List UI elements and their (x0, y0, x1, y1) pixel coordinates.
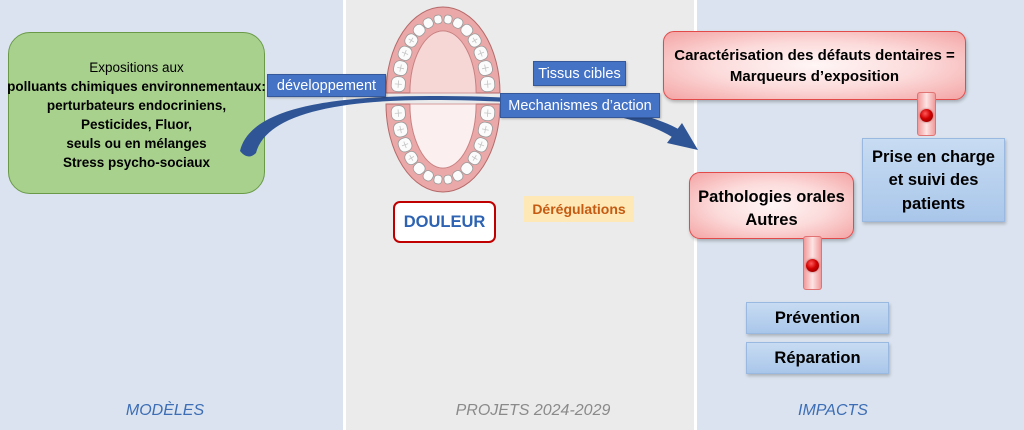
tooth (412, 23, 426, 37)
lower-arch (385, 103, 501, 193)
tooth (460, 23, 474, 37)
exposure-item: seuls ou en mélanges (66, 136, 207, 151)
tooth (477, 121, 493, 138)
upper-arch (385, 6, 501, 94)
tooth (390, 76, 406, 93)
patient-care-line: Prise en charge (872, 147, 995, 166)
tooth (480, 105, 496, 122)
lower-teeth (390, 105, 496, 185)
arrow-head-icon (667, 123, 698, 150)
pain-box: DOULEUR (393, 201, 496, 243)
tooth (460, 162, 474, 175)
exposure-item: perturbateurs endocriniens, (46, 98, 227, 113)
repair-box: Réparation (746, 342, 889, 374)
tooth (397, 45, 413, 61)
characterization-line: Marqueurs d’exposition (729, 67, 900, 85)
tooth (477, 60, 493, 76)
tooth (433, 174, 443, 185)
tooth (422, 170, 434, 182)
dysregulations-box: Dérégulations (524, 196, 634, 222)
characterization-box: Caractérisation des défauts dentaires = … (663, 31, 966, 100)
patient-care-line: patients (901, 194, 966, 213)
development-tag: développement (267, 74, 386, 97)
tooth (443, 174, 453, 185)
tooth (467, 33, 482, 48)
models-label: MODÈLES (125, 402, 205, 419)
upper-teeth (390, 14, 496, 93)
tooth (422, 17, 434, 29)
patient-care-box: Prise en charge et suivi des patients (862, 138, 1005, 222)
palate (409, 30, 477, 94)
dental-arches-icon (385, 6, 501, 193)
impacts-label: IMPACTS (798, 402, 868, 419)
tooth (443, 14, 453, 25)
tooth (433, 14, 443, 25)
pathologies-line: Autres (745, 210, 798, 229)
tooth (404, 150, 419, 166)
exposure-item: Stress psycho-sociaux (62, 155, 211, 170)
connector-knob (917, 92, 936, 136)
tooth (452, 170, 464, 182)
tooth (452, 17, 464, 29)
red-dot-icon (806, 259, 819, 272)
exposures-intro: Expositions aux (89, 60, 184, 75)
red-dot-icon (920, 109, 933, 122)
tooth (404, 33, 419, 48)
patient-care-line: et suivi des (888, 171, 979, 190)
tooth (390, 105, 406, 122)
tooth (467, 150, 482, 166)
flow-arrow (240, 96, 698, 157)
tongue-space (409, 103, 477, 169)
exposures-box: Expositions aux polluants chimiques envi… (7, 32, 266, 194)
exposure-item: Pesticides, Fluor, (80, 117, 193, 132)
tooth (397, 137, 413, 153)
tooth (473, 45, 489, 61)
exposure-item: polluants chimiques environnementaux: (7, 79, 266, 94)
tooth (412, 162, 426, 175)
pathologies-box: Pathologies orales Autres (689, 172, 854, 239)
pathologies-line: Pathologies orales (698, 187, 845, 206)
tooth (393, 60, 409, 76)
prevention-box: Prévention (746, 302, 889, 334)
tooth (393, 121, 409, 138)
tooth (480, 76, 496, 93)
connector-knob (803, 236, 822, 290)
mechanisms-tag: Mechanismes d’action (500, 93, 660, 118)
characterization-line: Caractérisation des défauts dentaires = (674, 46, 955, 64)
tooth (473, 137, 489, 153)
target-tissues-tag: Tissus cibles (533, 61, 626, 86)
projects-label: PROJETS 2024-2029 (455, 402, 611, 419)
